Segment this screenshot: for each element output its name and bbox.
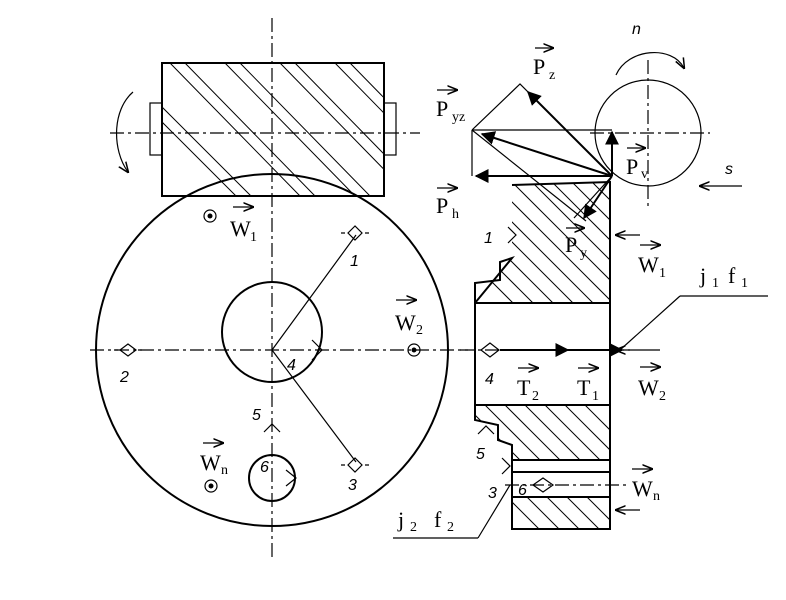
cutter-side-view: n s	[590, 21, 742, 210]
support-symbol-4: 4	[287, 339, 323, 374]
svg-text:yz: yz	[452, 110, 465, 125]
pv-label: P	[626, 154, 638, 179]
svg-text:3: 3	[488, 485, 497, 502]
svg-text:1: 1	[712, 276, 719, 291]
rotation-n-label: n	[632, 21, 641, 38]
svg-text:6: 6	[518, 482, 527, 499]
w1-left-label: W	[230, 216, 251, 241]
support-symbol-6-section: 6	[518, 477, 555, 499]
f1-label: f	[728, 263, 736, 288]
support-symbol-1: 1	[341, 225, 369, 270]
support-symbol-2: 2	[114, 343, 142, 386]
point-label-1: 1	[350, 253, 359, 270]
svg-text:2: 2	[659, 389, 666, 404]
svg-text:2: 2	[410, 520, 417, 535]
j1-label: j	[699, 263, 706, 288]
support-symbol-6: 6	[260, 459, 297, 487]
svg-text:n: n	[653, 489, 660, 504]
svg-text:1: 1	[592, 389, 599, 404]
w1-right-label: W	[638, 252, 659, 277]
point-label-6: 6	[260, 459, 269, 476]
wn-right-label: W	[632, 476, 653, 501]
support-symbol-1-section: 1	[484, 226, 517, 247]
svg-text:1: 1	[659, 266, 666, 281]
rotation-arrow-icon	[116, 91, 134, 172]
svg-text:n: n	[221, 463, 228, 478]
workpiece-section-view	[460, 180, 630, 530]
svg-text:v: v	[641, 167, 648, 182]
ph-label: P	[436, 193, 448, 218]
w2-left-label: W	[395, 310, 416, 335]
workpiece-front-view	[90, 18, 468, 560]
svg-text:1: 1	[484, 230, 493, 247]
feed-s-label: s	[725, 161, 733, 178]
f2-label: f	[434, 507, 442, 532]
point-label-4: 4	[287, 357, 296, 374]
j2-label: j	[397, 507, 404, 532]
svg-text:4: 4	[485, 371, 494, 388]
support-symbol-3-section: 3	[488, 457, 511, 502]
rotation-n-arrow-icon	[615, 52, 684, 76]
svg-text:h: h	[452, 207, 459, 222]
svg-text:5: 5	[476, 446, 485, 463]
svg-text:2: 2	[416, 323, 423, 338]
t1-label: T	[577, 375, 591, 400]
clamp-force-wn-left: W n	[200, 443, 228, 493]
support-symbol-3: 3	[341, 457, 369, 494]
clamp-forces-section: W 1 W 2 W n	[616, 235, 666, 510]
svg-text:y: y	[580, 246, 587, 261]
pz-label: P	[533, 54, 545, 79]
svg-text:2: 2	[532, 389, 539, 404]
support-symbol-4-section: 4	[480, 342, 500, 388]
stiffness-friction-leader-2: j 2 f 2	[393, 484, 511, 539]
wn-left-label: W	[200, 450, 221, 475]
force-py-arrow	[583, 175, 613, 220]
support-symbol-5-section: 5	[476, 425, 495, 463]
force-pz-arrow	[527, 91, 613, 177]
clamp-force-w1-left: W 1	[203, 207, 257, 245]
py-label: P	[565, 232, 577, 257]
point-label-5: 5	[252, 407, 261, 424]
force-pyz-arrow	[480, 131, 613, 177]
support-symbol-5: 5	[252, 407, 281, 433]
milling-cutter	[110, 62, 420, 197]
locating-forces-t: T 2 T 1	[500, 343, 624, 404]
point-label-3: 3	[348, 477, 357, 494]
stiffness-friction-leader-1: j 1 f 1	[619, 263, 768, 351]
svg-text:2: 2	[447, 520, 454, 535]
svg-text:1: 1	[741, 276, 748, 291]
pyz-label: P	[436, 96, 448, 121]
force-labels: P z P yz P h P v P y	[436, 48, 648, 261]
cutting-force-vectors	[471, 83, 619, 222]
clamp-force-w2-left: W 2	[395, 300, 423, 357]
w2-right-label: W	[638, 375, 659, 400]
svg-text:1: 1	[250, 230, 257, 245]
svg-text:z: z	[549, 68, 555, 83]
t2-label: T	[517, 375, 531, 400]
point-label-2: 2	[119, 369, 129, 386]
